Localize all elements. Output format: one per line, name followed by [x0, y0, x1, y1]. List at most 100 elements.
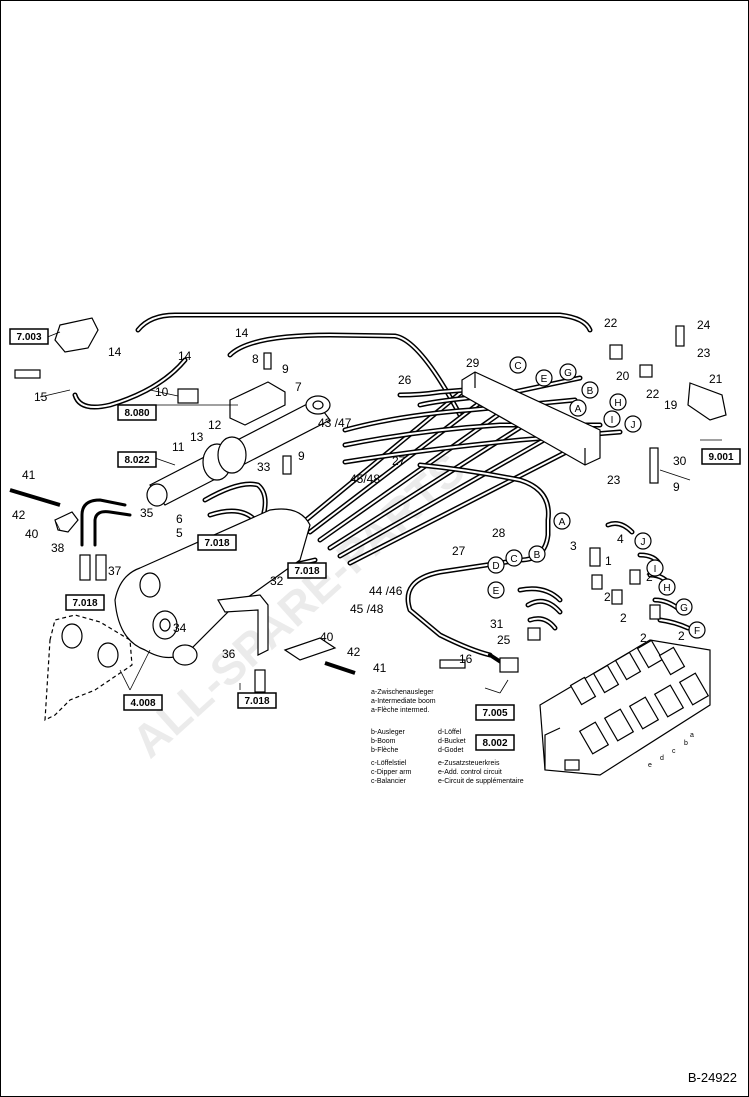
circle-letter: D: [492, 561, 499, 572]
part-label: 9: [673, 480, 680, 494]
part-label: 28: [492, 526, 506, 540]
legend-line: d-Löffel: [438, 729, 462, 736]
part-label: 25: [497, 633, 511, 647]
part-label: 9: [298, 449, 305, 463]
ref-box-7018-a: [197, 534, 237, 551]
circle-letter: B: [534, 550, 541, 561]
circle-letter: A: [559, 517, 566, 528]
ref-label: 7.005: [482, 708, 507, 719]
part-label: 31: [490, 617, 504, 631]
ref-label: 7.018: [72, 598, 97, 609]
circle-letter: C: [514, 361, 521, 372]
port-letter: d: [660, 755, 664, 762]
ref-label: 4.008: [130, 698, 155, 709]
reference-boxes: [9, 328, 741, 751]
leader-lines: [34, 331, 722, 694]
reference-box-labels: 7.003 8.080 8.022 7.018 7.018 7.018 7.01…: [16, 332, 733, 749]
mechanical-parts: [9, 317, 727, 776]
part-label: 22: [604, 316, 618, 330]
part-label: 11: [172, 440, 185, 454]
part-label: 29: [466, 356, 480, 370]
part-label: 43 /47: [318, 416, 352, 430]
part-label: 15: [34, 390, 48, 404]
part-label: 35: [140, 506, 154, 520]
part-label: 27: [392, 454, 406, 468]
part-label: 3: [570, 539, 577, 553]
circle-letter: I: [654, 564, 657, 575]
part-label: 8: [252, 352, 259, 366]
part-label: 27: [452, 544, 466, 558]
part-label: 34: [173, 621, 187, 635]
ref-box-7005: [475, 704, 515, 721]
hose-lines: [72, 312, 691, 670]
circle-letter: J: [641, 537, 646, 548]
circle-letter: H: [614, 398, 621, 409]
legend-line: b-Boom: [371, 738, 396, 745]
legend-line: c-Balancier: [371, 778, 407, 785]
part-label: 7: [295, 380, 302, 394]
legend-line: a-Zwischenausleger: [371, 689, 434, 696]
part-label: 38: [51, 541, 65, 555]
port-letter: c: [672, 748, 676, 755]
part-label: 30: [673, 454, 687, 468]
legend-line: c-Dipper arm: [371, 769, 412, 776]
part-label: 42: [12, 508, 26, 522]
legend-line: b-Flèche: [371, 747, 398, 754]
circle-callouts: [487, 356, 706, 639]
part-labels: 24 23 22 20 22 19 21 29 26 27 28 27 30 2…: [12, 316, 723, 675]
part-label: 2: [620, 611, 627, 625]
port-letter: e: [648, 762, 652, 769]
circle-letter: C: [510, 554, 517, 565]
part-label: 5: [176, 526, 183, 540]
ref-label: 8.002: [482, 738, 507, 749]
ref-label: 7.018: [204, 538, 229, 549]
part-label: 2: [640, 631, 647, 645]
part-label: 37: [108, 564, 122, 578]
part-label: 4: [617, 532, 624, 546]
part-label: 2: [604, 590, 611, 604]
part-label: 42: [347, 645, 361, 659]
circle-letter: A: [575, 404, 582, 415]
valve-port-letters: a b c d e: [648, 732, 694, 769]
part-label: 33: [257, 460, 271, 474]
ref-label: 8.080: [124, 408, 149, 419]
ref-label: 8.022: [124, 455, 149, 466]
ref-label: 7.018: [244, 696, 269, 707]
part-label: 32: [270, 574, 284, 588]
part-label: 21: [709, 372, 723, 386]
part-label: 14: [235, 326, 249, 340]
ref-box-7018-c: [65, 594, 105, 611]
ref-box-8022: [117, 451, 157, 468]
ref-label: 7.018: [294, 566, 319, 577]
legend-line: c-Löffelstiel: [371, 760, 407, 767]
legend-line: d-Godet: [438, 747, 463, 754]
part-label: 9: [282, 362, 289, 376]
circle-letter: H: [663, 583, 670, 594]
legend-line: e-Add. control circuit: [438, 769, 502, 776]
legend-line: e-Zusatzsteuerkreis: [438, 760, 500, 767]
circle-letter: F: [694, 626, 700, 637]
legend-line: a-Flèche intermed.: [371, 707, 429, 714]
part-label: 36: [222, 647, 236, 661]
circle-letter: E: [493, 586, 500, 597]
part-label: 44 /46: [369, 584, 403, 598]
part-label: 22: [646, 387, 660, 401]
part-label: 40: [25, 527, 39, 541]
ref-box-4008: [123, 694, 163, 711]
circle-callout-letters: C E G B A H I J A J C B I D H E G F: [492, 361, 700, 637]
part-label: 12: [208, 418, 222, 432]
part-label: 24: [697, 318, 711, 332]
part-label: 20: [616, 369, 630, 383]
legend-line: a-Intermediate boom: [371, 698, 436, 705]
part-label: 23: [607, 473, 621, 487]
circle-letter: G: [564, 368, 572, 379]
port-letter: a: [690, 732, 694, 739]
legend-line: e-Circuit de supplémentaire: [438, 778, 524, 785]
ref-box-9001: [701, 448, 741, 465]
legend-line: b-Ausleger: [371, 729, 406, 736]
legend-line: d-Bucket: [438, 738, 466, 745]
part-label: 2: [678, 629, 685, 643]
ref-label: 9.001: [708, 452, 733, 463]
ref-box-7003: [9, 328, 49, 345]
part-label: 19: [664, 398, 678, 412]
